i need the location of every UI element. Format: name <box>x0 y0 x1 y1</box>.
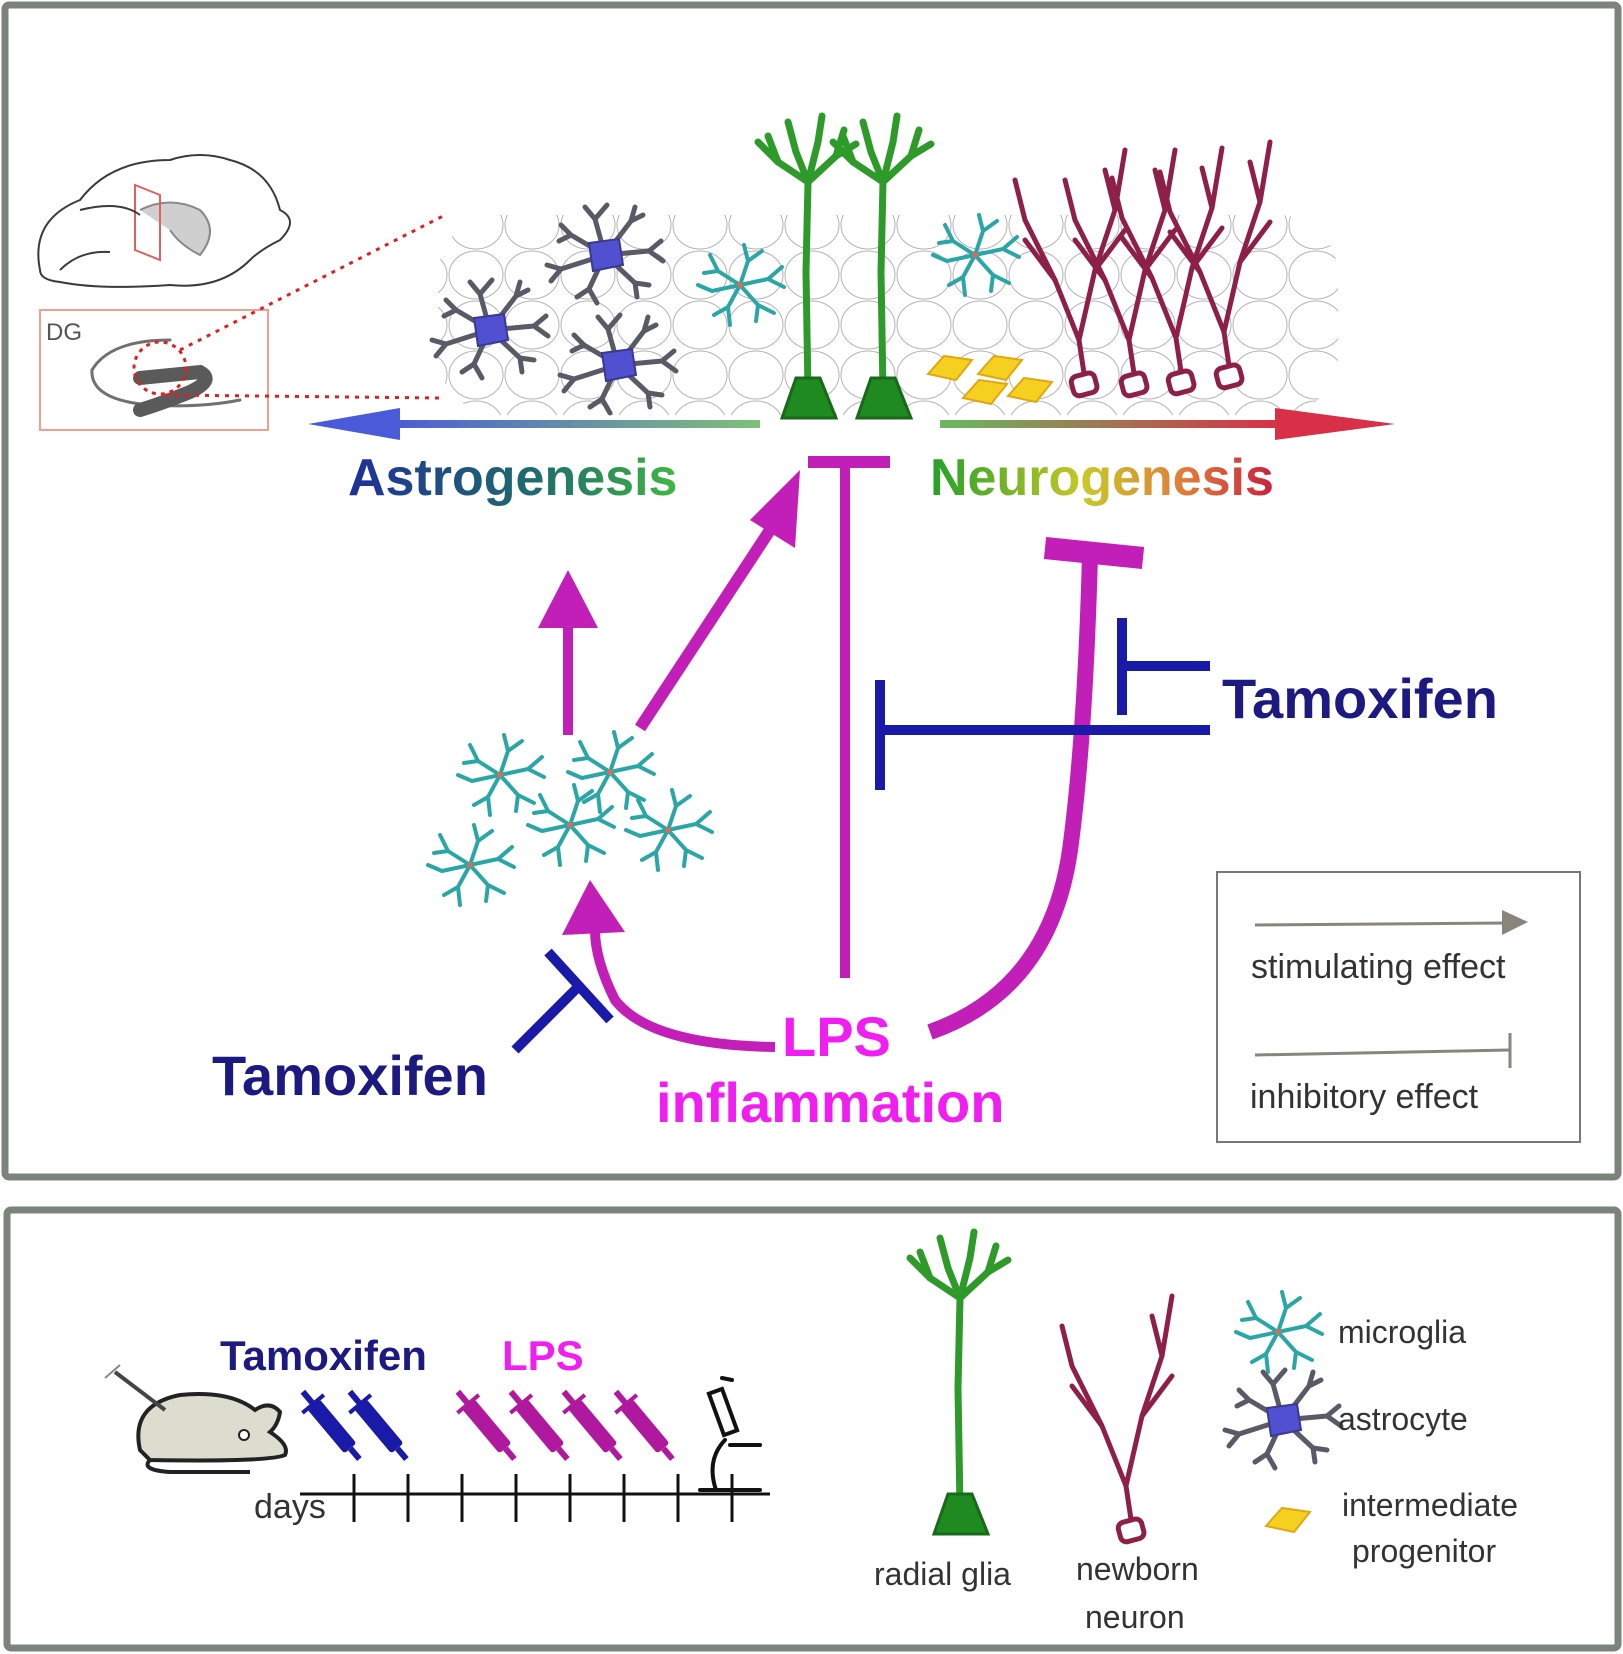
legend-box <box>1216 871 1581 1143</box>
tamoxifen-label-right: Tamoxifen <box>1222 667 1498 730</box>
inflammation-effects <box>563 456 1145 1052</box>
tamoxifen-label-left: Tamoxifen <box>212 1044 488 1107</box>
key-newborn-label-line1: newborn <box>1076 1551 1199 1587</box>
key-microglia-label: microglia <box>1338 1314 1466 1350</box>
dentate-gyrus-shape <box>90 338 242 417</box>
inflammation-label: inflammation <box>656 1071 1004 1134</box>
mouse-icon <box>104 1364 288 1474</box>
dg-zoom-circle <box>132 340 188 396</box>
arrowhead-astrogenesis <box>538 570 598 628</box>
key-progenitor-label-line1: intermediate <box>1342 1487 1518 1523</box>
dentate-gyrus-inset <box>39 309 269 431</box>
legend-inhibitory-label: inhibitory effect <box>1250 1078 1479 1116</box>
differentiation-axis <box>308 408 1395 440</box>
legend-stimulating-label: stimulating effect <box>1251 948 1506 986</box>
astrogenesis-label: Astrogenesis <box>348 449 677 507</box>
dg-label: DG <box>46 319 82 346</box>
key-newborn-label-line2: neuron <box>1085 1599 1185 1635</box>
microscope-icon <box>698 1376 762 1492</box>
key-astrocyte-label: astrocyte <box>1338 1401 1468 1437</box>
protocol-tamoxifen-label: Tamoxifen <box>220 1332 427 1379</box>
legend-inhibitory-bar <box>1254 1033 1512 1068</box>
protocol-lps-label: LPS <box>502 1332 584 1379</box>
key-radial-glia-label: radial glia <box>874 1556 1011 1592</box>
granule-cell-layer <box>438 215 1338 415</box>
legend-stimulating-arrow <box>1254 910 1528 935</box>
timeline-axis <box>300 1474 770 1522</box>
bottom-panel-frame <box>3 1206 1622 1652</box>
tamoxifen-effects <box>511 618 1210 1054</box>
brain-sagittal-icon <box>37 154 291 288</box>
lps-label: LPS <box>782 1005 891 1068</box>
key-progenitor-label-line2: progenitor <box>1352 1533 1496 1569</box>
arrowhead-microglia <box>562 880 625 935</box>
neurogenesis-label: Neurogenesis <box>930 449 1274 507</box>
arrowhead-radial-glia <box>750 470 800 548</box>
days-label: days <box>254 1488 326 1526</box>
